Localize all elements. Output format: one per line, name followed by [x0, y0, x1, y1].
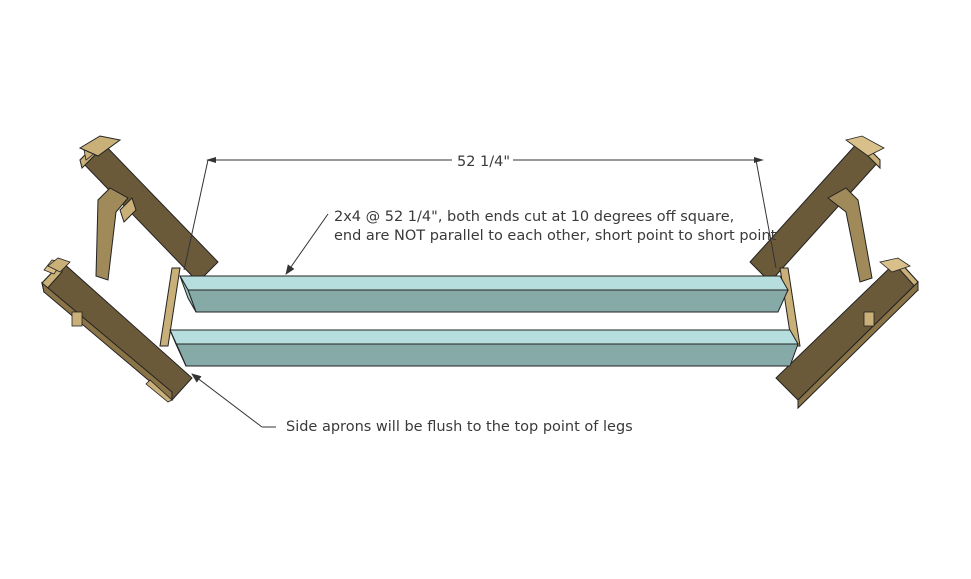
left-leg-assembly	[41, 135, 219, 403]
rail-length-dimension: 52 1/4"	[454, 153, 514, 172]
apron-note: Side aprons will be flush to the top poi…	[286, 419, 633, 435]
rail-note-line-2: end are NOT parallel to each other, shor…	[334, 228, 777, 244]
apron-note-leader	[191, 373, 276, 428]
front-rail	[169, 329, 799, 367]
rail-note-leader	[285, 213, 329, 275]
dimension-line	[183, 157, 777, 271]
rail-note-line-1: 2x4 @ 52 1/4", both ends cut at 10 degre…	[334, 209, 735, 225]
back-rail	[179, 275, 789, 313]
right-leg-assembly	[749, 135, 919, 410]
